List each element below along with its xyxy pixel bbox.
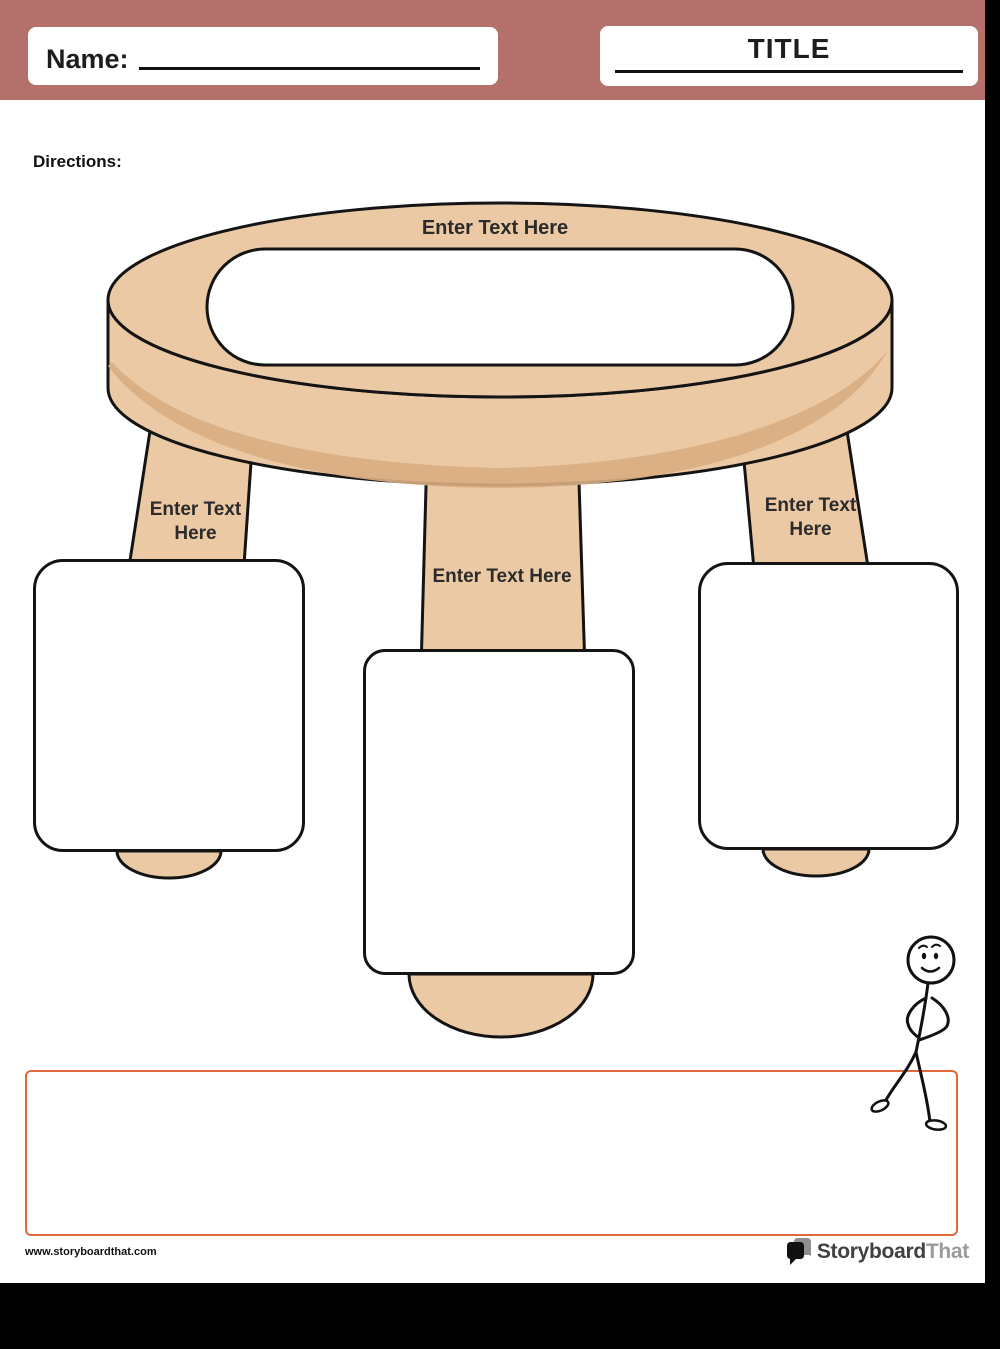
left-text-box[interactable] [33,559,305,852]
speech-bubble-icon [786,1238,811,1265]
logo-text: StoryboardThat [817,1240,969,1264]
stool-graphic [106,201,894,1039]
stick-figure [870,935,956,1131]
left-leg-label[interactable]: Enter Text Here [149,499,242,545]
ring-shading [108,350,888,488]
name-blank-line[interactable] [138,67,480,70]
title-underline [615,69,963,73]
center-foot [407,972,595,1039]
right-foot [761,847,871,878]
notes-box[interactable] [25,1070,958,1236]
website-url: www.storyboardthat.com [25,1246,157,1258]
right-leg-label[interactable]: Enter Text Here [764,495,857,541]
stool-top-label[interactable]: Enter Text Here [421,217,569,239]
title-box[interactable]: TITLE [600,26,978,86]
header-bar: Name: TITLE [0,0,985,100]
directions-label: Directions: [33,152,122,171]
logo-that: That [925,1239,969,1263]
center-text-box[interactable] [363,649,635,975]
ring-inner-opening [205,247,795,367]
logo-storyboard: Storyboard [816,1239,926,1263]
name-box[interactable]: Name: [28,27,498,85]
name-label: Name: [46,44,129,74]
worksheet-page: Name: TITLE Directions: Enter Text Her [0,0,985,1283]
storyboardthat-logo[interactable]: StoryboardThat [786,1238,969,1265]
right-text-box[interactable] [698,562,959,850]
center-leg-label[interactable]: Enter Text Here [432,566,572,587]
left-foot [115,849,223,880]
page-title[interactable]: TITLE [747,33,831,64]
